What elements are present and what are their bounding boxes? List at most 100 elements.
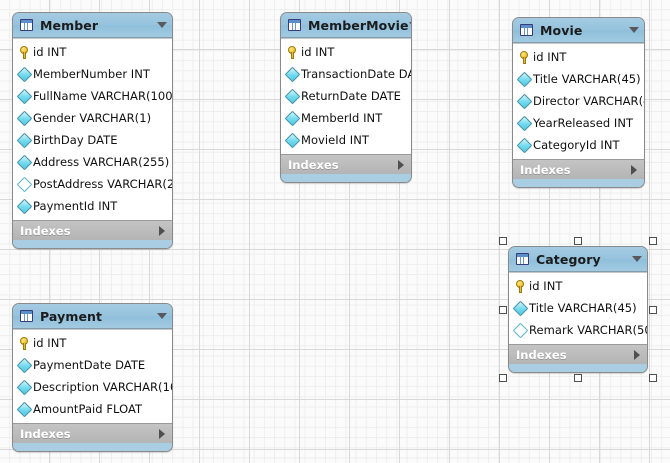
diamond-icon [16, 110, 33, 126]
diamond-icon [516, 137, 533, 153]
column-row[interactable]: Title VARCHAR(45) [509, 297, 647, 319]
chevron-down-icon[interactable] [157, 313, 167, 319]
key-icon [519, 50, 530, 64]
column-row[interactable]: Gender VARCHAR(1) [13, 107, 172, 129]
diamond-icon [16, 176, 33, 192]
key-icon [287, 45, 298, 59]
resize-handle-ne[interactable] [649, 237, 657, 245]
entity-header-movie[interactable]: Movie [513, 18, 644, 43]
indexes-section-membermovie[interactable]: Indexes [281, 154, 411, 174]
entity-header-membermovie[interactable]: MemberMovie [281, 13, 411, 38]
column-label: AmountPaid FLOAT [33, 402, 143, 416]
table-icon [516, 253, 529, 265]
chevron-down-icon[interactable] [629, 27, 639, 33]
column-row[interactable]: Remark VARCHAR(500) [509, 319, 647, 341]
column-row[interactable]: CategoryId INT [513, 134, 644, 156]
column-label: ReturnDate DATE [301, 89, 401, 103]
resize-handle-w[interactable] [499, 305, 507, 314]
column-label: Director VARCHAR(45) [533, 94, 644, 108]
entity-title: Payment [40, 308, 103, 324]
entity-header-payment[interactable]: Payment [13, 304, 172, 329]
column-row[interactable]: Title VARCHAR(45) [513, 68, 644, 90]
entity-title: MemberMovie [308, 17, 409, 33]
chevron-right-icon[interactable] [634, 349, 640, 360]
diamond-icon [16, 154, 33, 170]
diamond-icon [512, 300, 529, 316]
column-row[interactable]: id INT [13, 332, 172, 354]
key-icon [515, 279, 526, 293]
resize-handle-s[interactable] [574, 374, 582, 382]
entity-columns-movie: id INT Title VARCHAR(45) Director VARCHAR(… [513, 43, 644, 159]
column-row[interactable]: ReturnDate DATE [281, 85, 411, 107]
column-label: Address VARCHAR(255) [33, 155, 170, 169]
chevron-right-icon[interactable] [398, 159, 404, 170]
indexes-section-payment[interactable]: Indexes [13, 423, 172, 443]
chevron-right-icon[interactable] [159, 225, 165, 236]
column-label: Gender VARCHAR(1) [33, 111, 152, 125]
diamond-icon [512, 322, 529, 338]
key-icon [19, 336, 30, 350]
indexes-label: Indexes [20, 426, 71, 441]
entity-header-member[interactable]: Member [13, 13, 172, 38]
column-row[interactable]: id INT [281, 41, 411, 63]
column-row[interactable]: PostAddress VARCHAR(255) [13, 173, 172, 195]
column-label: MemberId INT [301, 111, 383, 125]
column-label: id INT [529, 279, 563, 293]
column-row[interactable]: PaymentDate DATE [13, 354, 172, 376]
entity-columns-member: id INT MemberNumber INT FullName VARCHAR(1… [13, 38, 172, 220]
column-row[interactable]: Address VARCHAR(255) [13, 151, 172, 173]
column-row[interactable]: TransactionDate DATE [281, 63, 411, 85]
entity-header-category[interactable]: Category [509, 247, 647, 272]
column-label: PostAddress VARCHAR(255) [33, 177, 173, 191]
entity-table-category[interactable]: Category id INT Title VARCHAR(45) Remark VA… [508, 246, 648, 373]
column-row[interactable]: AmountPaid FLOAT [13, 398, 172, 420]
column-row[interactable]: FullName VARCHAR(100) [13, 85, 172, 107]
table-icon [20, 19, 33, 31]
column-row[interactable]: YearReleased INT [513, 112, 644, 134]
column-row[interactable]: MemberId INT [281, 107, 411, 129]
diamond-icon [16, 401, 33, 417]
chevron-right-icon[interactable] [631, 164, 637, 175]
column-row[interactable]: id INT [13, 41, 172, 63]
entity-table-member[interactable]: Member id INT MemberNumber INT FullName VAR… [12, 12, 173, 249]
column-label: FullName VARCHAR(100) [33, 89, 173, 103]
column-label: Title VARCHAR(45) [529, 301, 637, 315]
column-label: Title VARCHAR(45) [533, 72, 641, 86]
column-row[interactable]: id INT [509, 275, 647, 297]
column-row[interactable]: Director VARCHAR(45) [513, 90, 644, 112]
diamond-icon [516, 115, 533, 131]
entity-columns-category: id INT Title VARCHAR(45) Remark VARCHAR(50… [509, 272, 647, 344]
column-row[interactable]: id INT [513, 46, 644, 68]
column-row[interactable]: MemberNumber INT [13, 63, 172, 85]
indexes-section-member[interactable]: Indexes [13, 220, 172, 240]
entity-table-movie[interactable]: Movie id INT Title VARCHAR(45) Director VAR… [512, 17, 645, 188]
diamond-icon [284, 66, 301, 82]
diamond-icon [16, 379, 33, 395]
diamond-icon [516, 71, 533, 87]
resize-handle-se[interactable] [649, 374, 657, 382]
column-row[interactable]: Description VARCHAR(100) [13, 376, 172, 398]
resize-handle-sw[interactable] [499, 374, 507, 382]
indexes-section-category[interactable]: Indexes [509, 344, 647, 364]
column-label: MemberNumber INT [33, 67, 150, 81]
column-row[interactable]: BirthDay DATE [13, 129, 172, 151]
chevron-down-icon[interactable] [157, 22, 167, 28]
diamond-icon [284, 110, 301, 126]
resize-handle-nw[interactable] [499, 237, 507, 245]
chevron-right-icon[interactable] [159, 428, 165, 439]
chevron-down-icon[interactable] [632, 256, 642, 262]
resize-handle-e[interactable] [649, 305, 657, 314]
column-row[interactable]: MovieId INT [281, 129, 411, 151]
chevron-down-icon[interactable] [408, 22, 411, 28]
key-icon [19, 45, 30, 59]
diamond-icon [16, 88, 33, 104]
resize-handle-n[interactable] [574, 237, 582, 245]
indexes-label: Indexes [520, 162, 571, 177]
column-row[interactable]: PaymentId INT [13, 195, 172, 217]
indexes-section-movie[interactable]: Indexes [513, 159, 644, 179]
column-label: CategoryId INT [533, 138, 620, 152]
column-label: id INT [33, 336, 67, 350]
